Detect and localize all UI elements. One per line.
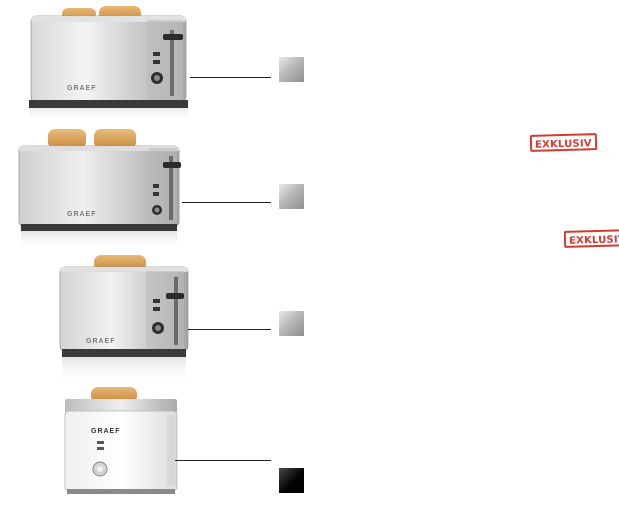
toaster-3-image: GRAEF: [59, 255, 189, 387]
toaster-3-brand: GRAEF: [86, 338, 116, 345]
exclusive-stamp-1: EXKLUSIV: [529, 133, 597, 152]
toaster-1-brand: GRAEF: [67, 85, 97, 92]
color-swatch-black[interactable]: [279, 468, 304, 493]
color-swatch-silver-2[interactable]: [279, 184, 304, 209]
toaster-4-image: GRAEF: [64, 387, 178, 494]
product-toaster-3: GRAEF: [56, 253, 196, 393]
toaster-1-image: GRAEF: [29, 6, 188, 124]
toaster-4-brand: GRAEF: [91, 428, 121, 435]
color-swatch-silver-3[interactable]: [279, 311, 304, 336]
exclusive-stamp-2: EXKLUSIV: [563, 229, 619, 248]
product-toaster-4: GRAEF: [63, 385, 188, 515]
product-toaster-2: GRAEF: [15, 128, 190, 258]
leader-line-1: [190, 77, 271, 78]
leader-line-3: [188, 329, 271, 330]
color-swatch-silver-1[interactable]: [279, 57, 304, 82]
leader-line-2: [182, 202, 271, 203]
leader-line-4: [175, 460, 271, 461]
product-toaster-1: GRAEF: [25, 4, 195, 129]
toaster-2-image: GRAEF: [18, 129, 181, 251]
toaster-2-brand: GRAEF: [67, 211, 97, 218]
